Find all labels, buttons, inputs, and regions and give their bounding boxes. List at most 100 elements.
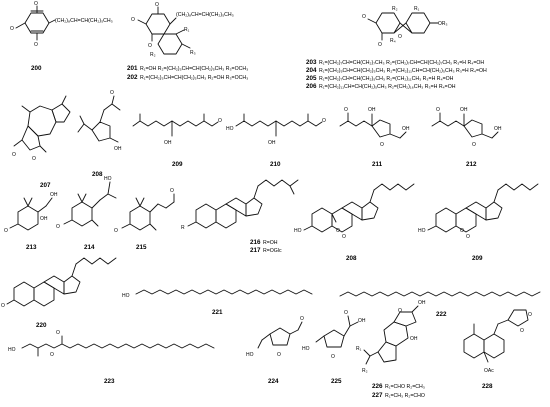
structure-201-202: O O O R₁ R₂ R₃ (CH₂)₈CH=CH(CH₂)₅CH₃ 201 … [127, 2, 248, 81]
oxygen-atom: O [344, 310, 348, 316]
oxygen-atom: O [398, 308, 402, 314]
r2-substituent: R₂ [150, 52, 156, 58]
compound-label: 223 [104, 378, 115, 385]
structure-200: O O O (CH₂)₈CH=CH(CH₂)₅CH₃ 200 [10, 1, 113, 72]
substituent-text: R=OH [263, 240, 278, 246]
structure-209-top: OH O 209 [132, 113, 222, 168]
compound-label: 215 [136, 244, 147, 251]
compound-label: 228 [482, 383, 493, 390]
compound-label: 208 [92, 171, 103, 178]
oxygen-atom: O [12, 152, 16, 158]
structure-224: O O HO 224 [246, 316, 304, 385]
acetoxy-group: OAc [484, 368, 494, 374]
oxygen-atom: O [322, 118, 326, 124]
r2-substituent: R₂ [392, 6, 398, 12]
compound-label: 226 [372, 383, 383, 390]
oxygen-atom: O [170, 188, 174, 194]
oxygen-atom: O [520, 328, 524, 334]
hydroxyl-group: OH [494, 126, 502, 132]
oxygen-atom: O [4, 228, 8, 234]
oxygen-atom: O [56, 330, 60, 336]
oxygen-atom: O [398, 34, 402, 40]
hydroxyl-group: HO [104, 176, 112, 182]
hydroxyl-group: OH [114, 146, 122, 152]
oxygen-atom: O [34, 1, 38, 7]
substituent-text: R=OGlc [263, 248, 282, 254]
oxygen-atom: O [1, 303, 5, 309]
oxygen-atom: O [114, 228, 118, 234]
compound-label: 201 [127, 65, 138, 72]
compound-label: 208 [346, 255, 357, 262]
compound-label: 207 [40, 182, 51, 189]
r1-substituent: R₁ [356, 346, 362, 352]
substituent-text: R₁=(CH₂)₁₁CH=CH(CH₂)₅CH₃ R₂=(CH₂)₁₆CH₃ R… [319, 84, 456, 90]
compound-label: 224 [268, 378, 279, 385]
oxygen-atom: O [336, 228, 340, 234]
compound-label: 200 [31, 65, 42, 72]
oxygen-atom: O [148, 43, 152, 49]
structure-225: O O OH HO 225 [302, 310, 366, 385]
structure-213: O OH OH 213 [4, 192, 58, 251]
structure-214: O HO 214 [56, 176, 117, 251]
structure-208-bottom: HO O O 208 [294, 183, 415, 262]
compound-label: 205 [306, 75, 317, 82]
structure-208-top: O OH 208 [77, 90, 122, 178]
compound-label: 227 [372, 392, 383, 399]
hydroxyl-group: OH [164, 140, 172, 146]
hydroxyl-group: HO [302, 346, 310, 352]
r2-substituent: R₂ [362, 368, 368, 374]
oxygen-atom: O [362, 14, 366, 20]
substituent-text: R₁=CHO R₂=CH₃ [385, 384, 425, 390]
substituent-text: R₁=OH R₂=(CH₂)₅CH=CH(CH₂)₅CH₃ R₃=OCH₃ [140, 66, 248, 72]
compound-label: 206 [306, 83, 317, 90]
oxygen-atom: O [466, 234, 470, 240]
side-chain-text: (CH₂)₈CH=CH(CH₂)₅CH₃ [176, 12, 234, 18]
compound-label: 216 [250, 239, 261, 246]
compound-label: 209 [172, 161, 183, 168]
oxygen-atom: O [34, 42, 38, 48]
structure-223: HO O O 223 [8, 330, 215, 385]
hydroxyl-group: HO [8, 347, 16, 353]
oxygen-atom: O [472, 142, 476, 148]
compound-label: 209 [472, 255, 483, 262]
structure-222: 222 [339, 291, 541, 318]
substituent-text: R₁=CH₃ R₂=CHO [385, 393, 425, 399]
oxygen-atom: O [331, 354, 335, 360]
oxygen-atom: O [32, 156, 36, 162]
hydroxyl-group: HO [294, 228, 302, 234]
compound-label: 225 [331, 378, 342, 385]
structure-211: O OH O OH 211 [339, 107, 410, 168]
compound-label: 217 [250, 247, 261, 254]
hydroxyl-group: OH [460, 107, 468, 113]
oxygen-atom: O [277, 352, 281, 358]
r3-substituent: R₃ [190, 50, 196, 56]
structure-216-217: R 216 R=OH 217 R=OGlc [181, 179, 299, 254]
compound-label: 213 [26, 244, 37, 251]
oxygen-atom: O [436, 107, 440, 113]
compound-label: 210 [270, 161, 281, 168]
structure-215: O O 215 [114, 188, 175, 251]
oxygen-atom: O [380, 142, 384, 148]
substituent-text: R₁=(CH₂)₉CH=CH(CH₂)₅CH₃ R₂=(CH₂)₁₁CH=CH(… [319, 68, 487, 74]
hydroxyl-group: HO [226, 126, 234, 132]
oxygen-atom: O [218, 118, 222, 124]
oxygen-atom: O [342, 234, 346, 240]
oxygen-atom: O [344, 107, 348, 113]
hydroxyl-group: OH [410, 336, 418, 342]
structure-226-227: O OH OH R₁ R₂ 226 R₁=CHO R₂=CH₃ 227 R₁=C… [356, 300, 426, 399]
compound-label: 212 [466, 161, 477, 168]
substituent-text: R₁=(CH₂)₅CH=CH(CH₂)₅CH₃ R₂=OH R₃=OCH₃ [140, 75, 248, 81]
structure-203-206: O O O R₂ R₁ OR₃ R₄ 203 R₁=(CH₂)₇CH=CH(CH… [306, 6, 487, 90]
oxygen-atom: O [50, 352, 54, 358]
substituent-text: R₁=(CH₂)₇CH=CH(CH₂)₇CH₃ R₂=(CH₂)₇CH=CH(C… [319, 60, 484, 66]
compound-label: 214 [84, 244, 95, 251]
structure-228: O O OAc 228 [463, 309, 532, 390]
compound-label: 222 [436, 311, 447, 318]
hydroxyl-group: OH [40, 216, 48, 222]
hydroxyl-group: OH [402, 126, 410, 132]
hydroxyl-group: HO [122, 293, 130, 299]
compound-label: 211 [372, 161, 383, 168]
oxygen-atom: O [528, 312, 532, 318]
hydroxyl-group: OH [268, 140, 276, 146]
